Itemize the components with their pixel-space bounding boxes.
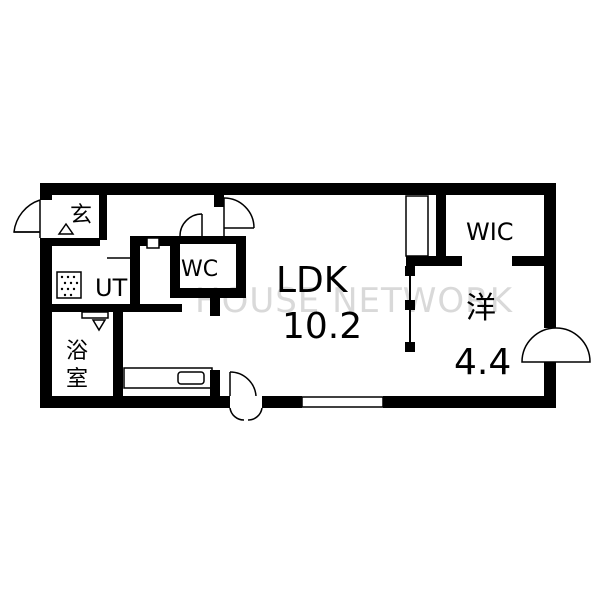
wall-wc-left [170, 236, 180, 296]
wc-door[interactable] [223, 197, 255, 236]
room-size-western: 4.4 [454, 342, 511, 383]
ut-door[interactable] [179, 213, 203, 237]
ut-small-box [146, 237, 160, 249]
wall-bottom-right [383, 396, 556, 408]
wall-wc-left-ext [214, 195, 224, 207]
kitchen-sink [177, 371, 205, 385]
room-label-bath-2: 室 [66, 367, 88, 392]
wall-entrance-right [99, 195, 107, 240]
wall-top [40, 183, 556, 195]
wall-wic-left [436, 195, 446, 263]
wall-wic-bottom-left [406, 256, 462, 266]
washer-pan [56, 271, 82, 299]
doors [13, 197, 591, 421]
kitchen-counter [123, 367, 213, 389]
room-size-ldk: 10.2 [282, 306, 362, 347]
wall-entrance-bottom [52, 238, 100, 246]
interior-walls [52, 195, 556, 398]
wall-left-lower [40, 238, 52, 408]
wall-wc-bottom [170, 288, 246, 298]
wall-left-upper [40, 183, 52, 200]
shoe-box [405, 195, 429, 257]
room-label-utility: UT [95, 274, 128, 302]
sliding-door[interactable] [405, 266, 415, 352]
wall-bottom-mid [262, 396, 302, 408]
wall-ut-right [130, 246, 140, 306]
wall-right-upper [544, 183, 556, 328]
room-label-closet: WIC [466, 218, 514, 246]
wall-wc-top [180, 236, 236, 244]
wall-right-lower [544, 362, 556, 408]
western-room-door[interactable] [521, 327, 591, 363]
room-label-western: 洋 [466, 291, 496, 326]
bath-arrow-icon [91, 319, 107, 332]
room-label-entrance: 玄 [70, 203, 92, 228]
bath-vent [81, 311, 109, 319]
window-south [301, 396, 384, 408]
wall-wc-right [236, 236, 246, 298]
watermark-text: HOUSE NETWORK [195, 281, 514, 321]
washer-pan-pattern [60, 275, 79, 297]
room-label-toilet: WC [181, 257, 218, 282]
pillar-under-wc [210, 298, 220, 316]
wall-bath-right [113, 312, 123, 398]
wall-wic-bottom-right [512, 256, 556, 266]
outer-walls [40, 183, 556, 408]
wall-bottom-left [40, 396, 230, 408]
room-label-ldk: LDK [276, 260, 349, 301]
wall-ut-bottom [52, 304, 182, 312]
entrance-door[interactable] [13, 199, 41, 238]
entrance-arrow-icon [57, 222, 75, 235]
kitchen-wall-stub [210, 370, 220, 398]
fixtures [56, 195, 429, 389]
kitchen-side-door[interactable] [229, 371, 263, 421]
room-label-bath-1: 浴 [66, 339, 88, 364]
